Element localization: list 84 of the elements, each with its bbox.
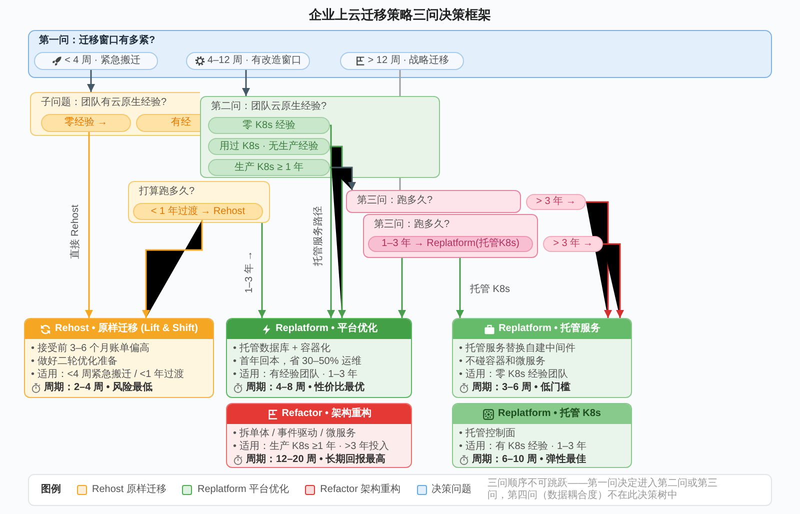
connector-line	[399, 178, 401, 190]
bullet-text: • 适用：有 K8s 经验 · 1–3 年	[459, 440, 586, 453]
question-panel	[200, 96, 440, 178]
option-text: < 4 周 · 紧急搬迁	[64, 55, 140, 67]
connector-line	[399, 70, 401, 96]
bullet-text: • 托管控制面	[459, 427, 516, 440]
question-panel	[28, 30, 772, 78]
option-text: < 1 年过渡 → Rehost	[150, 206, 246, 218]
option-text: > 3 年 →	[553, 238, 593, 250]
duration-text: 周期：12–20 周 • 长期回报最高	[246, 454, 386, 466]
option-pill	[34, 52, 158, 70]
duration-text: 周期：6–10 周 • 弹性最佳	[472, 454, 586, 466]
option-pill	[340, 52, 464, 70]
card-title: Refactor • 架构重构	[282, 408, 372, 420]
diagram-title: 企业上云迁移策略三问决策框架	[309, 7, 491, 22]
bullet-text: • 适用：有经验团队 · 1–3 年	[233, 368, 358, 381]
arrow	[85, 132, 93, 318]
option-pill	[368, 236, 533, 252]
question-panel	[128, 181, 270, 223]
option-pill	[136, 114, 200, 132]
option-pill	[133, 203, 263, 220]
option-text: > 3 年 →	[536, 196, 576, 208]
question-heading: 子问题：团队有云原生经验?	[41, 97, 167, 109]
option-pill	[41, 114, 131, 132]
card-title: Replatform • 托管 K8s	[498, 408, 601, 420]
edge-label: 直接 Rehost	[70, 204, 82, 260]
option-text: > 12 周 · 战略迁移	[368, 55, 450, 67]
strategy-card	[226, 318, 412, 398]
bullet-text: • 托管数据库 + 容器化	[233, 342, 331, 355]
bullet-text: • 做好二轮优化准备	[31, 355, 118, 368]
strategy-card	[226, 403, 412, 468]
arrow	[242, 70, 250, 96]
duration-text: 周期：2–4 周 • 风险最低	[44, 382, 153, 394]
question-heading: 第二问：团队云原生经验?	[211, 101, 327, 113]
question-heading: 第三问：跑多久?	[357, 195, 433, 207]
strategy-card	[24, 318, 214, 398]
option-pill	[208, 138, 330, 155]
option-text: 有经	[171, 117, 191, 129]
question-panel	[363, 214, 538, 258]
edge-label: 1–3 年 →	[244, 250, 256, 294]
bullet-text: • 托管服务替换自建中间件	[459, 342, 576, 355]
option-pill	[208, 117, 330, 134]
arrow	[398, 258, 406, 318]
legend-label: Refactor 架构重构	[320, 484, 401, 496]
arrow	[87, 70, 95, 92]
question-heading: 第三问：跑多久?	[374, 219, 450, 231]
option-text: 1–3 年 → Replatform(托管K8s)	[382, 238, 520, 250]
option-text: 零 K8s 经验	[242, 120, 296, 132]
arrow	[258, 223, 266, 318]
option-text: 4–12 周 · 有改造窗口	[208, 55, 302, 67]
bullet-text: • 首年回本，省 30–50% 运维	[233, 355, 362, 368]
option-pill	[526, 194, 586, 210]
edge-label: 托管 K8s	[469, 284, 511, 296]
option-pill	[543, 236, 603, 252]
option-text: 零经验 →	[64, 117, 108, 129]
legend-label: Rehost 原样迁移	[92, 484, 166, 496]
strategy-card	[452, 318, 632, 398]
edge-label: 托管服务路径	[313, 205, 325, 267]
question-panel	[30, 92, 200, 136]
note-text: 三问顺序不可跳跃——第一问决定进入第二问或第三问，第四问（数据耦合度）不在此决策树中	[488, 478, 719, 502]
card-title: Replatform • 托管服务	[498, 323, 600, 335]
duration-text: 周期：3–6 周 • 低门槛	[472, 382, 571, 394]
option-text: 用过 K8s · 无生产经验	[220, 140, 318, 152]
bullet-text: • 适用：零 K8s 经验团队	[459, 368, 568, 381]
option-pill	[208, 159, 330, 176]
bullet-text: • 不碰容器和微服务	[459, 355, 546, 368]
question-panel	[346, 190, 521, 213]
option-pill	[186, 52, 310, 70]
legend-label: 决策问题	[432, 484, 472, 496]
question-heading: 打算跑多久?	[139, 186, 195, 198]
bullet-text: • 拆单体 / 事件驱动 / 微服务	[233, 427, 356, 440]
bullet-text: • 适用：生产 K8s ≥1 年 · >3 年投入	[233, 440, 389, 453]
legend-label: Replatform 平台优化	[197, 484, 290, 496]
duration-text: 周期：4–8 周 • 性价比最优	[246, 382, 365, 394]
bullet-text: • 接受前 3–6 个月账单偏高	[31, 342, 150, 355]
arrow	[327, 124, 335, 318]
option-text: 生产 K8s ≥ 1 年	[234, 162, 304, 174]
question-heading: 第一问：迁移窗口有多紧?	[39, 35, 156, 47]
card-title: Replatform • 平台优化	[276, 323, 378, 335]
card-title: Rehost • 原样迁移 (Lift & Shift)	[55, 323, 198, 335]
arrow	[456, 258, 464, 318]
legend-title: 图例	[41, 484, 61, 496]
strategy-card	[452, 403, 632, 468]
bullet-text: • 适用：<4 周紧急搬迁 / <1 年过渡	[31, 368, 184, 381]
